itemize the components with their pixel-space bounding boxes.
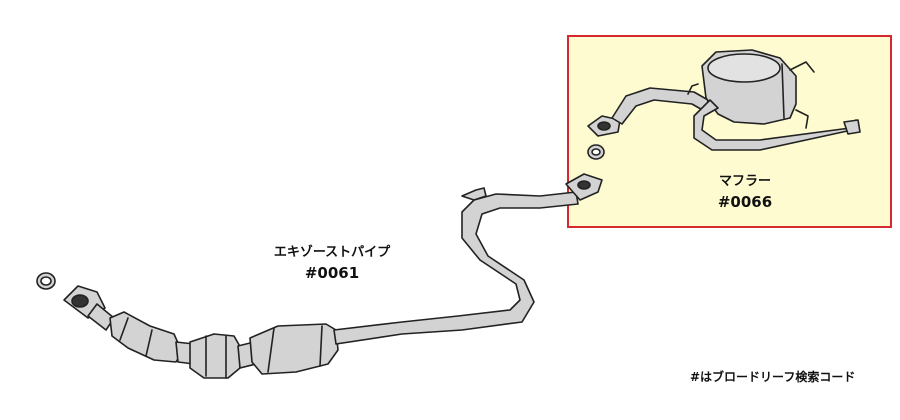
exhaust-pipe-name: エキゾーストパイプ [273,245,391,260]
exhaust-pipe-code: #0061 [304,264,360,282]
muffler-label: マフラー #0066 [690,172,800,212]
exhaust-pipe-assembly [87,173,603,379]
exhaust-pipe-label: エキゾーストパイプ #0061 [262,243,402,283]
muffler-code: #0066 [717,193,773,211]
front-gasket [36,272,56,290]
muffler-assembly [587,49,861,151]
search-code-footnote: #はブロードリーフ検索コード [690,370,856,384]
muffler-gasket [587,144,605,160]
muffler-name: マフラー [718,174,771,189]
